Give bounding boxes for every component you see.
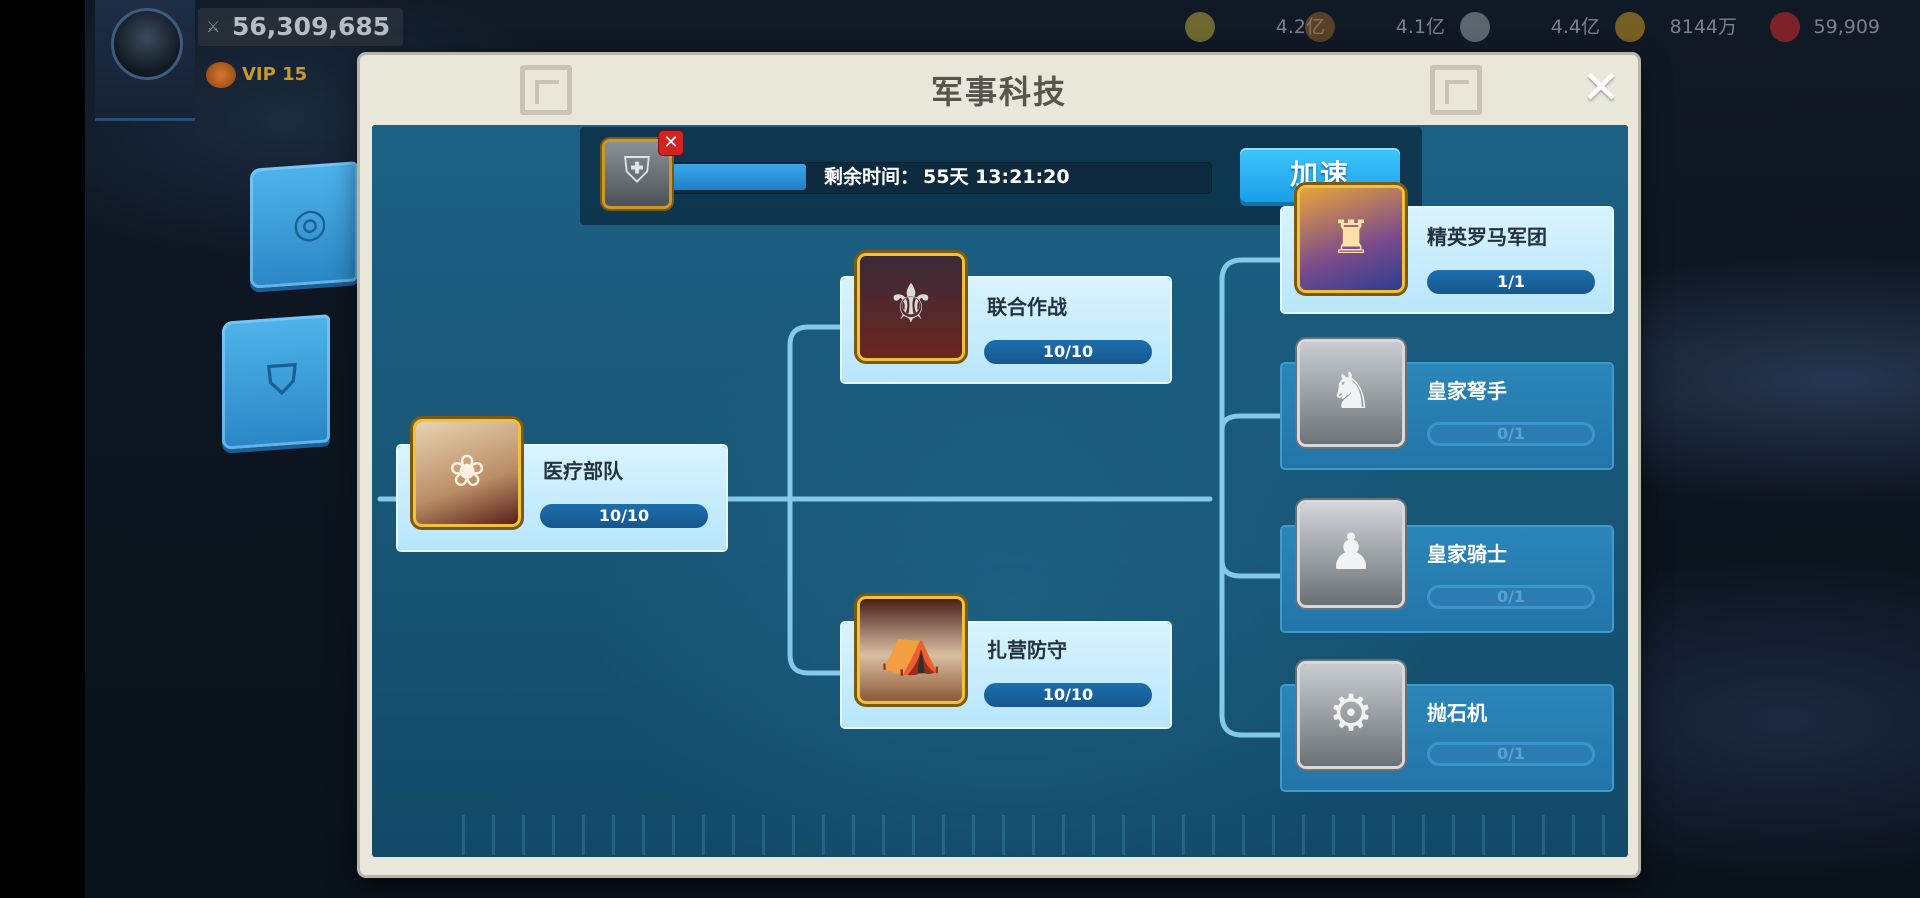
- remaining-time-label: 剩余时间：: [824, 166, 920, 188]
- legionary-icon: ♜: [1300, 188, 1402, 290]
- cancel-research-button[interactable]: ✕: [659, 131, 683, 155]
- tech-node-catapult[interactable]: ⚙ 抛石机 0/1: [1282, 664, 1612, 790]
- resource-stone-value: 4.4亿: [1550, 16, 1600, 38]
- tech-node-camp-defense[interactable]: ⛺ 扎营防守 10/10: [842, 599, 1170, 727]
- remaining-time: 剩余时间：55天 13:21:20: [824, 162, 1070, 192]
- gold-icon: [1615, 12, 1645, 42]
- tech-node-medical[interactable]: ❀ 医疗部队 10/10: [398, 422, 726, 550]
- greek-ornament-right: [1430, 65, 1482, 115]
- crossbowman-icon: ♞: [1300, 342, 1402, 444]
- catapult-glyph: ⚙: [1328, 684, 1374, 742]
- resource-gems-value: 59,909: [1813, 16, 1880, 38]
- tech-name: 医疗部队: [543, 459, 623, 483]
- meander-pattern: [462, 815, 1628, 855]
- left-letterbox: [0, 0, 85, 898]
- economy-icon: ◎: [292, 199, 328, 248]
- bandage-glyph: ❀: [448, 446, 486, 497]
- tech-name: 联合作战: [987, 295, 1067, 319]
- tent-glyph: ⛺: [879, 619, 943, 677]
- tech-level: 10/10: [984, 340, 1152, 364]
- avatar-portrait: [111, 8, 183, 80]
- tab-military-tech[interactable]: ⛉: [222, 314, 330, 450]
- tech-node-royal-crossbow[interactable]: ♞ 皇家弩手 0/1: [1282, 342, 1612, 468]
- crossbowman-glyph: ♞: [1328, 362, 1374, 420]
- armor-icon: ⛨: [623, 150, 651, 191]
- current-research-icon[interactable]: ⛨: [605, 142, 669, 206]
- resource-gold[interactable]: 8144万: [1615, 10, 1755, 44]
- tent-icon: ⛺: [860, 599, 962, 701]
- resource-wood-value: 4.1亿: [1395, 16, 1445, 38]
- power-display[interactable]: ⚔ 56,309,685: [198, 8, 403, 46]
- greek-ornament-left: [520, 65, 572, 115]
- tech-name: 精英罗马军团: [1427, 225, 1547, 249]
- resource-gems[interactable]: 59,909: [1760, 10, 1910, 44]
- gem-icon: [1770, 12, 1800, 42]
- tech-node-combined-ops[interactable]: ⚜ 联合作战 10/10: [842, 256, 1170, 382]
- tech-node-elite-legion[interactable]: ♜ 精英罗马军团 1/1: [1282, 188, 1612, 312]
- tech-level: 1/1: [1427, 270, 1595, 294]
- catapult-icon: ⚙: [1300, 664, 1402, 766]
- remaining-time-value: 55天 13:21:20: [923, 166, 1070, 188]
- stone-icon: [1460, 12, 1490, 42]
- tech-level: 0/1: [1427, 742, 1595, 766]
- close-button[interactable]: ✕: [1581, 60, 1621, 114]
- panel-title: 军事科技: [930, 73, 1067, 111]
- tech-level: 10/10: [984, 683, 1152, 707]
- tech-level: 0/1: [1427, 422, 1595, 446]
- resource-gold-value: 8144万: [1669, 16, 1737, 38]
- power-icon: ⚔: [206, 17, 221, 36]
- spear-icon: ⚜: [860, 256, 962, 358]
- tech-level: 10/10: [540, 504, 708, 528]
- wood-icon: [1305, 12, 1335, 42]
- spear-glyph: ⚜: [886, 272, 936, 335]
- power-value: 56,309,685: [232, 12, 391, 41]
- knight-glyph: ♟: [1328, 523, 1374, 581]
- resource-stone[interactable]: 4.4亿: [1460, 10, 1620, 44]
- tech-name: 扎营防守: [987, 638, 1067, 662]
- bandage-icon: ❀: [416, 422, 518, 524]
- food-icon: [1185, 12, 1215, 42]
- vip-badge[interactable]: VIP 15: [206, 60, 307, 90]
- tech-name: 皇家弩手: [1427, 379, 1507, 403]
- tech-name: 抛石机: [1427, 701, 1487, 725]
- research-progress-fill: [672, 164, 806, 190]
- tab-economy-tech[interactable]: ◎: [250, 161, 358, 289]
- tech-level: 0/1: [1427, 585, 1595, 609]
- legionary-glyph: ♜: [1330, 210, 1372, 264]
- tech-name: 皇家骑士: [1427, 542, 1507, 566]
- vip-label: VIP 15: [242, 64, 308, 85]
- sword-shield-icon: ⛉: [267, 356, 297, 405]
- tech-node-royal-knight[interactable]: ♟ 皇家骑士 0/1: [1282, 503, 1612, 631]
- player-avatar[interactable]: [95, 0, 195, 121]
- resource-wood[interactable]: 4.1亿: [1305, 10, 1465, 44]
- vip-icon: [206, 62, 236, 88]
- knight-icon: ♟: [1300, 503, 1402, 605]
